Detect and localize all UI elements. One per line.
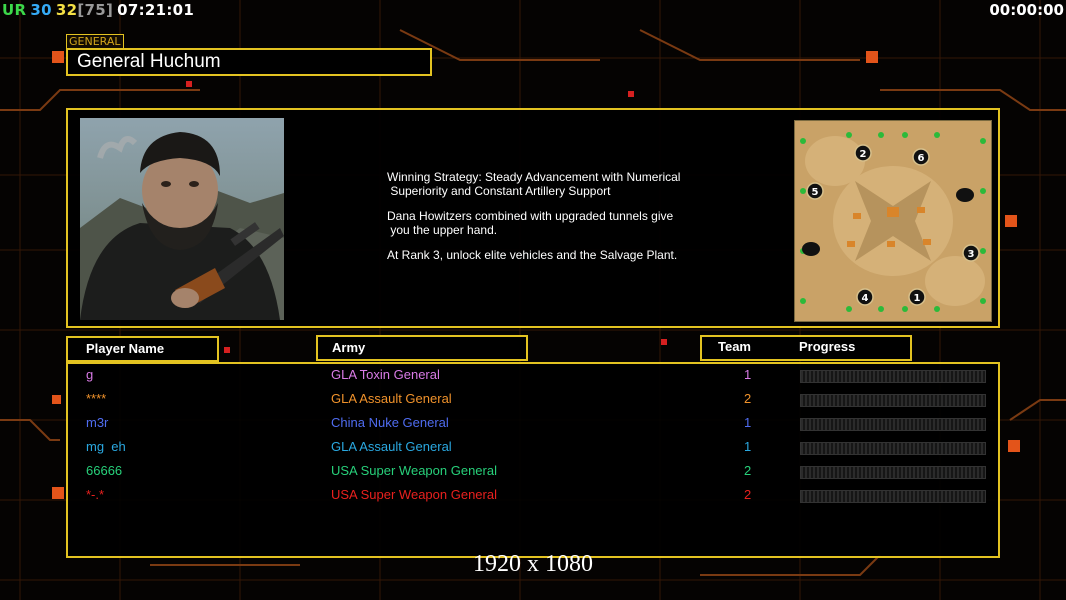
player-name: g: [86, 367, 94, 382]
header-team-label: Team: [718, 339, 751, 354]
general-portrait: [80, 118, 284, 320]
player-row: g GLA Toxin General 1: [68, 367, 998, 385]
strategy-line-2: Superiority and Constant Artillery Suppo…: [387, 184, 611, 198]
header-player-name: Player Name: [66, 336, 219, 362]
player-team: 1: [744, 439, 752, 454]
map-preview: 2 6 5 3 4 1: [794, 120, 992, 322]
strategy-line-4: you the upper hand.: [387, 223, 498, 237]
progress-bar: [800, 394, 986, 407]
player-list: g GLA Toxin General 1 **** GLA Assault G…: [66, 362, 1000, 558]
player-team: 2: [744, 487, 752, 502]
player-army: GLA Toxin General: [331, 367, 440, 382]
player-row: *-.* USA Super Weapon General 2: [68, 487, 998, 505]
progress-bar: [800, 370, 986, 383]
general-name: General Huchum: [66, 48, 432, 76]
player-team: 1: [744, 415, 752, 430]
game-timer: 00:00:00: [989, 1, 1064, 19]
player-army: China Nuke General: [331, 415, 449, 430]
player-army: GLA Assault General: [331, 391, 452, 406]
player-name: ****: [86, 391, 107, 406]
player-team: 2: [744, 391, 752, 406]
player-row: 66666 USA Super Weapon General 2: [68, 463, 998, 481]
player-army: GLA Assault General: [331, 439, 452, 454]
header-army-label: Army: [332, 340, 366, 355]
player-army: USA Super Weapon General: [331, 487, 497, 502]
ur-label: UR: [2, 1, 27, 19]
header-team-progress: Team Progress: [700, 335, 912, 361]
progress-bar: [800, 490, 986, 503]
header-army: Army: [316, 335, 528, 361]
progress-bar: [800, 466, 986, 479]
general-info-panel: Winning Strategy: Steady Advancement wit…: [66, 108, 1000, 328]
strategy-line-5: At Rank 3, unlock elite vehicles and the…: [387, 248, 678, 262]
map-slot-6: 6: [918, 153, 925, 164]
progress-bar: [800, 418, 986, 431]
clock: 07:21:01: [117, 1, 195, 19]
strategy-line-3: Dana Howitzers combined with upgraded tu…: [387, 209, 674, 223]
general-tag: GENERAL: [66, 34, 124, 49]
player-name: *-.*: [86, 487, 105, 502]
hud-value-2: 32: [55, 1, 78, 19]
player-team: 2: [744, 463, 752, 478]
strategy-text: Winning Strategy: Steady Advancement wit…: [387, 170, 717, 273]
player-name: 66666: [86, 463, 123, 478]
player-row: **** GLA Assault General 2: [68, 391, 998, 409]
player-row: mg eh GLA Assault General 1: [68, 439, 998, 457]
map-slot-1: 1: [914, 293, 921, 304]
resolution-label: 1920 x 1080: [473, 551, 593, 577]
progress-bar: [800, 442, 986, 455]
map-slot-4: 4: [862, 293, 869, 304]
hud-bracket: [75]: [77, 1, 114, 19]
strategy-line-1: Winning Strategy: Steady Advancement wit…: [387, 170, 681, 184]
map-slot-5: 5: [812, 187, 819, 198]
map-slot-3: 3: [968, 249, 975, 260]
player-team: 1: [744, 367, 752, 382]
map-slot-2: 2: [860, 149, 867, 160]
player-army: USA Super Weapon General: [331, 463, 497, 478]
header-player-label: Player Name: [86, 341, 165, 356]
player-name: mg eh: [86, 439, 126, 454]
header-progress-label: Progress: [799, 339, 856, 354]
hud-value-1: 30: [30, 1, 52, 19]
player-name: m3r: [86, 415, 109, 430]
player-row: m3r China Nuke General 1: [68, 415, 998, 433]
